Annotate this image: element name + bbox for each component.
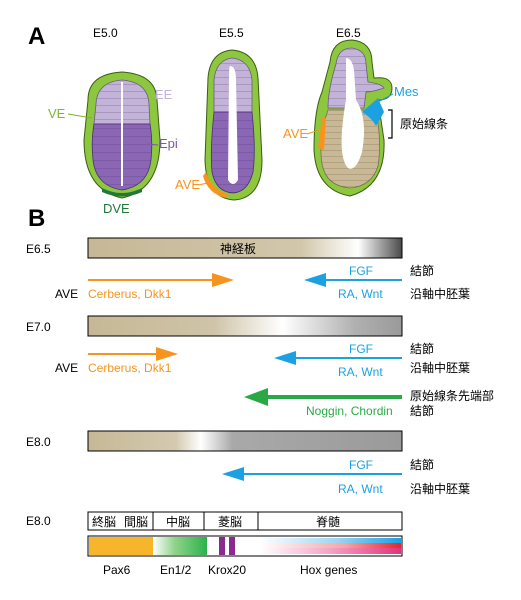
hox-gradient-red xyxy=(260,543,401,548)
row-e80: E8.0 FGF RA, Wnt 結節 沿軸中胚葉 xyxy=(26,430,470,496)
ave-label-e55: AVE xyxy=(175,177,200,192)
stage-label-e55: E5.5 xyxy=(219,26,244,40)
regions-bar xyxy=(87,511,403,531)
paraxial-mesoderm-e80: 沿軸中胚葉 xyxy=(410,481,470,496)
pax6-domain xyxy=(89,537,153,555)
krox20-stripe-1 xyxy=(219,537,225,555)
mes-leader-line xyxy=(377,93,394,103)
en12-domain xyxy=(153,537,207,555)
neural-plate-bar-e65 xyxy=(87,237,403,259)
node-label-e80: 結節 xyxy=(410,457,434,472)
ave-leader-e65 xyxy=(306,129,320,135)
neural-plate-label: 神経板 xyxy=(220,242,256,256)
ee-label: EE xyxy=(155,87,173,102)
regions-stage-label: E8.0 xyxy=(26,514,51,528)
lumen-e55 xyxy=(228,66,238,184)
fgf-label-e65: FGF xyxy=(349,264,373,278)
brain-regions: E8.0 終脳 間脳 中脳 菱脳 脊髄 Pax6 En1/2 Krox20 Ho… xyxy=(26,511,403,577)
primitive-streak-label: 原始線条 xyxy=(400,116,448,131)
gene-krox20: Krox20 xyxy=(208,563,246,577)
stage-label-e50: E5.0 xyxy=(93,26,118,40)
row-stage-e80: E8.0 xyxy=(26,435,51,449)
neural-plate-bar-e80 xyxy=(87,430,403,452)
blue-arrow-head-e80 xyxy=(222,467,244,481)
embryo-e55 xyxy=(203,49,263,201)
ve-label: VE xyxy=(48,106,66,121)
gene-pax6: Pax6 xyxy=(103,563,131,577)
node-label-e70: 結節 xyxy=(410,341,434,356)
dve-label: DVE xyxy=(103,201,130,216)
ra-wnt-label-e65: RA, Wnt xyxy=(338,287,383,301)
hox-gradient-pink xyxy=(260,548,401,554)
ra-wnt-label-e80: RA, Wnt xyxy=(338,482,383,496)
diencephalon-label: 間脳 xyxy=(124,515,148,529)
ra-wnt-label-e70: RA, Wnt xyxy=(338,365,383,379)
row-stage-e70: E7.0 xyxy=(26,320,51,334)
primitive-streak-bracket xyxy=(388,109,393,139)
cerberus-dkk1-e70: Cerberus, Dkk1 xyxy=(88,361,172,375)
mes-wing xyxy=(362,98,384,126)
spinal-cord-label: 脊髄 xyxy=(316,514,340,529)
row-e65: E6.5 神経板 AVE Cerberus, Dkk1 FGF RA, Wnt … xyxy=(26,237,470,301)
epi-leader-line xyxy=(146,143,159,146)
paraxial-mesoderm-e65: 沿軸中胚葉 xyxy=(410,286,470,301)
panel-a-label: A xyxy=(28,23,45,50)
hox-gradient-blue xyxy=(260,538,401,543)
ave-tag-e65: AVE xyxy=(55,287,78,301)
lumen-e65 xyxy=(341,58,364,169)
paraxial-mesoderm-e70: 沿軸中胚葉 xyxy=(410,360,470,375)
row-stage-e65: E6.5 xyxy=(26,242,51,256)
noggin-chordin-label: Noggin, Chordin xyxy=(306,404,393,418)
neural-plate-bar-e70 xyxy=(87,315,403,337)
cerberus-dkk1-e65: Cerberus, Dkk1 xyxy=(88,287,172,301)
orange-arrow-head-e65 xyxy=(212,273,234,287)
telencephalon-label: 終脳 xyxy=(92,514,116,529)
blue-arrow-head-e65 xyxy=(304,273,326,287)
embryo-e50 xyxy=(83,71,161,199)
node-label-green: 結節 xyxy=(410,403,434,418)
epi-label: Epi xyxy=(159,136,178,151)
ave-tag-e70: AVE xyxy=(55,361,78,375)
ave-leader-e55 xyxy=(197,182,209,186)
mes-label: Mes xyxy=(394,84,419,99)
dve-patch xyxy=(102,188,142,197)
green-arrow-head xyxy=(244,388,268,406)
gene-hox: Hox genes xyxy=(300,563,357,577)
hindbrain-label: 菱脳 xyxy=(218,515,242,529)
stage-label-e65: E6.5 xyxy=(336,26,361,40)
ave-label-e65: AVE xyxy=(283,126,308,141)
fgf-label-e80: FGF xyxy=(349,458,373,472)
ave-patch-e55 xyxy=(203,172,228,198)
ve-leader-line xyxy=(67,113,93,119)
midbrain-label: 中脳 xyxy=(166,514,190,529)
streak-tip-label: 原始線条先端部 xyxy=(410,388,494,403)
embryo-e65 xyxy=(313,39,393,197)
panel-b-label: B xyxy=(28,205,45,232)
orange-arrow-head-e70 xyxy=(156,347,178,361)
ave-patch-e65 xyxy=(318,118,326,150)
krox20-stripe-2 xyxy=(229,537,235,555)
fgf-label-e70: FGF xyxy=(349,342,373,356)
node-label-e65: 結節 xyxy=(410,263,434,278)
blue-arrow-head-e70 xyxy=(274,351,296,365)
ee-region-e65 xyxy=(327,47,385,109)
gene-en12: En1/2 xyxy=(160,563,192,577)
row-e70: E7.0 AVE Cerberus, Dkk1 FGF RA, Wnt 結節 沿… xyxy=(26,315,494,418)
